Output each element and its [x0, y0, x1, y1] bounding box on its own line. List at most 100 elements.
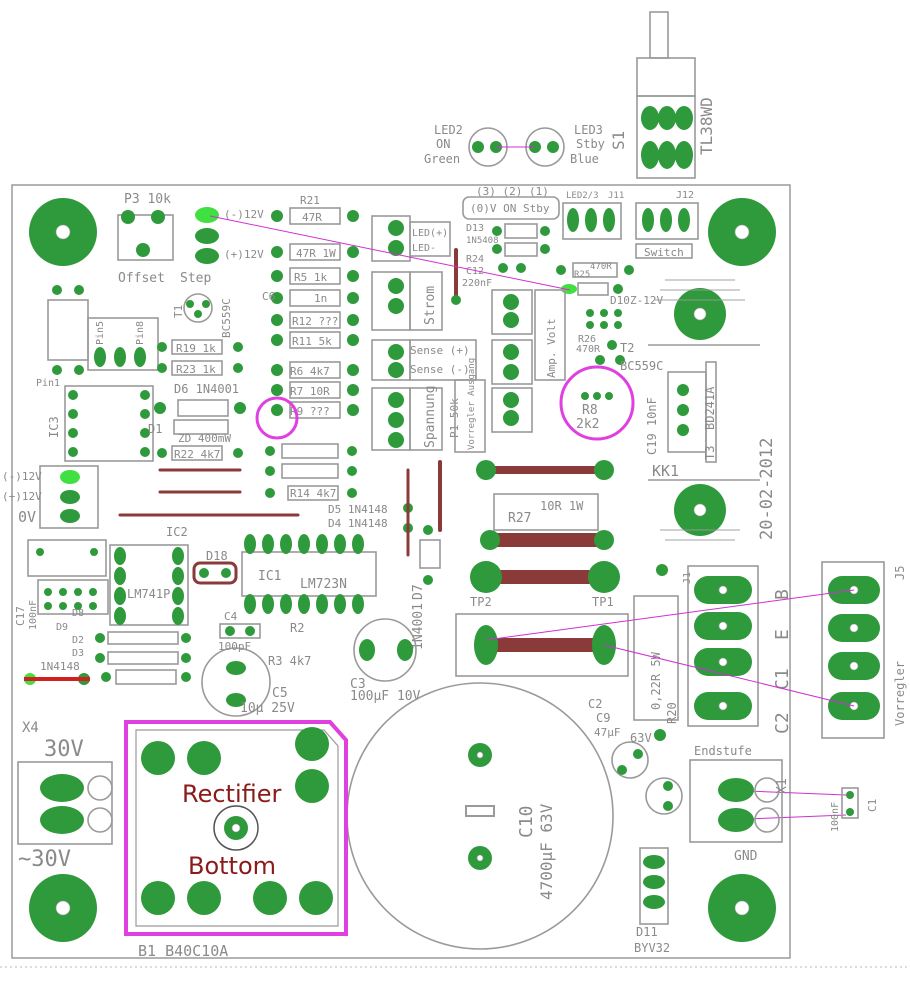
p3-label: P3 10k: [124, 192, 171, 207]
amp-volt-label: Amp. Volt: [545, 318, 558, 378]
offset-label: Offset: [118, 271, 165, 286]
b-label: B: [772, 589, 793, 600]
gnd-label: GND: [734, 849, 758, 864]
endstufe-label: Endstufe: [694, 744, 752, 758]
d9-label: D9: [56, 622, 68, 633]
r11-label: R11 5k: [292, 335, 332, 348]
p12v-top: (+)12V: [224, 248, 264, 261]
r9-label: R9 ???: [290, 405, 330, 418]
zv-label: 0V: [18, 508, 36, 526]
capacitor-c1: C1 100nF: [830, 787, 879, 832]
diode-d11: D11 BYV32: [634, 847, 670, 955]
r22-label: R22 4k7: [174, 448, 220, 461]
tp1-label: TP1: [592, 595, 614, 609]
c4-label: C4: [224, 610, 238, 623]
highlight-r9: [255, 396, 299, 440]
trimmer-p3: P3 10k Offset Step: [117, 192, 211, 286]
r2-label: R2: [290, 621, 304, 635]
r27-value: 10R 1W: [540, 499, 584, 513]
capacitor-c3: C3 100μF 10V: [350, 618, 421, 704]
capacitor-c9: C2 C9 47μF 63V: [588, 697, 683, 815]
ic2-lm741: LM741P IC2: [109, 525, 189, 626]
mounting-hole-top-right: [708, 198, 776, 266]
copper-traces: [24, 248, 611, 681]
d11-type: BYV32: [634, 941, 670, 955]
heatsink-kk1: C19 10nF T3 BD241A KK1 20-02-2012: [645, 279, 777, 541]
c3-value: 100μF 10V: [350, 689, 421, 704]
r21-label: R21: [300, 194, 320, 207]
left-components: Pin1 Pin5 Pin8 IC3 (-)12V (+)12V 0V C17 …: [2, 285, 159, 685]
led2-color-label: Green: [424, 152, 460, 166]
r5-label: R5 1k: [294, 271, 327, 284]
r23-label: R23 1k: [176, 363, 216, 376]
c1-value: 100nF: [830, 802, 841, 832]
c1-lbl: C1: [772, 668, 793, 690]
led2-green: LED2 ON Green: [424, 123, 508, 167]
bc559c-label: BC559C: [620, 359, 663, 373]
s1-label: S1: [609, 131, 628, 150]
kk1-label: KK1: [652, 462, 679, 480]
r19-label: R19 1k: [176, 342, 216, 355]
pin5-label: Pin5: [95, 321, 106, 345]
capacitor-c5: C5 10μ 25V: [201, 647, 295, 717]
resistor-bank-top: R21 47R 47R 1W R5 1k C6 1n R12 ??? R11 5…: [262, 194, 359, 419]
vorregler-label: Vorregler: [893, 661, 907, 726]
led-plus: LED(+): [412, 228, 448, 239]
step-label: Step: [180, 271, 211, 286]
pin8-label: Pin8: [135, 321, 146, 345]
d1-label: D1: [148, 422, 162, 436]
v63-label: 63V: [630, 731, 652, 745]
r20-label: R20: [665, 702, 679, 724]
state-labels: (3) (2) (1): [476, 185, 549, 198]
spannung-label: Spannung: [423, 385, 438, 448]
led2-on-label: ON: [436, 137, 450, 151]
transistor-t1: T1 BC559C: [172, 293, 233, 338]
tl38wd-label: TL38WD: [697, 97, 716, 155]
c2-label: C2: [588, 697, 602, 711]
c17-label: C17: [14, 606, 27, 626]
ic1-type: LM723N: [300, 577, 347, 592]
ic1-lm723n: IC1 LM723N: [241, 534, 377, 614]
j11-label: J11: [608, 191, 624, 201]
board-outline: [11, 184, 791, 959]
c3-label: C3: [350, 677, 366, 692]
r8-value: 2k2: [576, 417, 599, 432]
pin1-label: Pin1: [36, 378, 60, 389]
d8-label: D8: [72, 608, 84, 619]
r8-group: R8 2k2: [576, 392, 613, 432]
r20-value: 0,22R 5W: [649, 651, 663, 710]
t1-type: BC559C: [220, 298, 233, 338]
led3-label: LED3: [574, 123, 603, 137]
ic3-label: IC3: [47, 416, 61, 438]
c12-value: 220nF: [462, 278, 492, 289]
d4-label: D4 1N4148: [328, 517, 388, 530]
e-label: E: [772, 629, 793, 640]
power-test-points: 10R 1W R27 TP2 TP1 1N4001 D7: [411, 460, 629, 677]
switch-label: Switch: [644, 246, 684, 259]
mounting-hole-bottom-right: [708, 874, 776, 942]
connectors-center: LED(+) LED- Strom Sense (+) Sense (-) Sp…: [371, 215, 477, 451]
j5-label: J5: [893, 566, 907, 580]
c17-value: 100nF: [28, 600, 39, 630]
capacitor-c4: C4 100pF R3 4k7 R2: [218, 610, 311, 668]
connector-p12v: (-)12V (+)12V: [195, 207, 264, 264]
zd-label: ZD 400mW: [178, 432, 231, 445]
connectors-right-center: Amp. Volt Vorregler Ausgang: [454, 289, 566, 453]
lm741-label: LM741P: [127, 587, 170, 601]
bd241a-label: BD241A: [703, 386, 717, 430]
r7-label: R7 10R: [290, 385, 330, 398]
terminal-x4: X4 30V ~30V: [17, 720, 113, 872]
rectifier-label: Rectifier: [182, 780, 282, 808]
ic2-label: IC2: [166, 525, 188, 539]
r24-label: R24: [466, 254, 484, 265]
p12v-left: (+)12V: [2, 490, 42, 503]
c9-value: 47μF: [594, 726, 621, 739]
x4-label: X4: [22, 720, 39, 736]
c2-lbl: C2: [772, 712, 793, 734]
terminal-x1: Endstufe GND X1: [689, 744, 790, 864]
connector-j1: J1 B E C1 C2: [682, 565, 793, 734]
v30-bottom: ~30V: [18, 847, 71, 872]
c6-label: C6: [262, 290, 275, 303]
led3-stby-label: Stby: [576, 137, 605, 151]
r47-1w: 47R 1W: [296, 247, 336, 260]
